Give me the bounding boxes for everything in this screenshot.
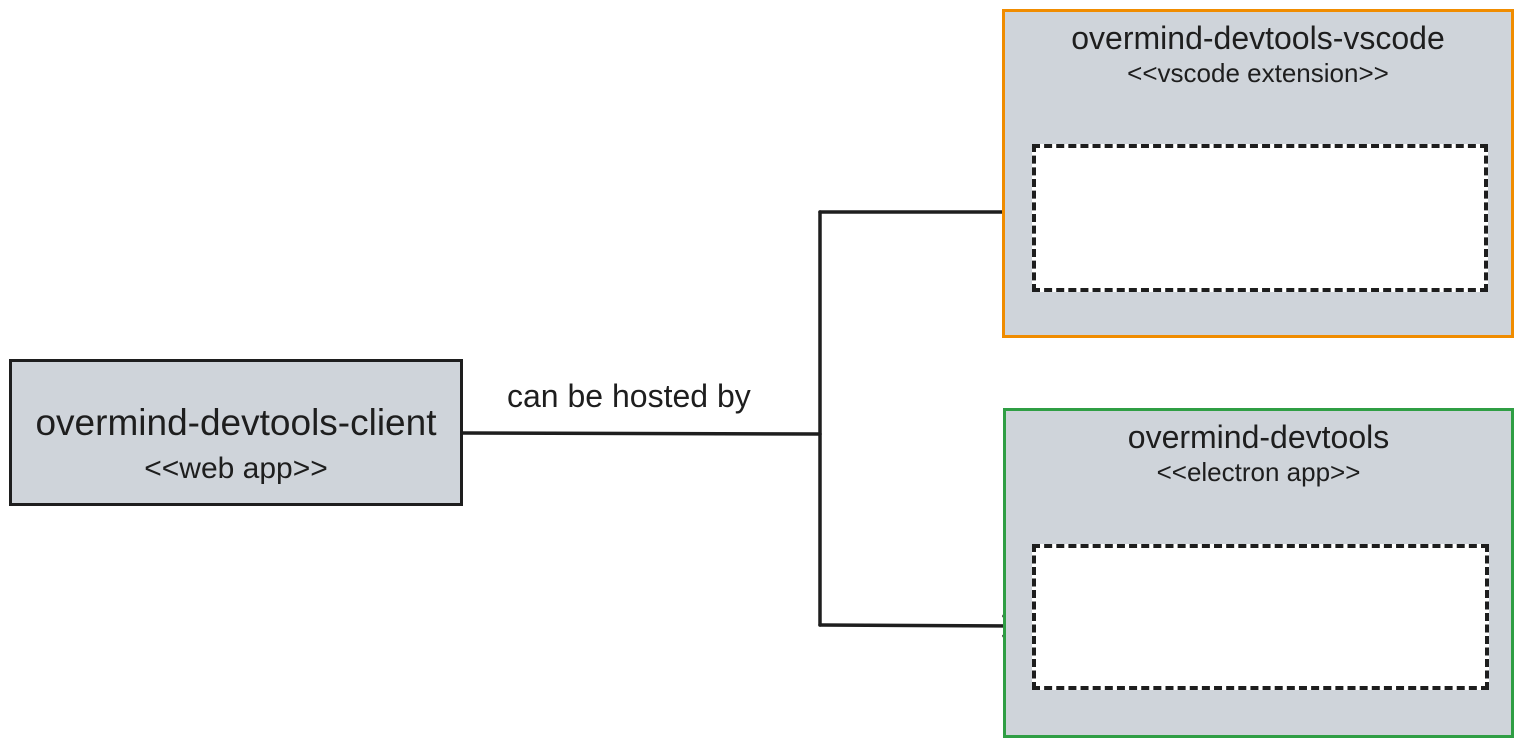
edge-label: can be hosted by bbox=[507, 378, 751, 414]
electron-node-stereotype: <<electron app>> bbox=[1156, 457, 1361, 487]
connector-main-line bbox=[461, 431, 822, 436]
vscode-node[interactable]: overmind-devtools-vscode <<vscode extens… bbox=[1002, 9, 1514, 338]
client-node-name: overmind-devtools-client bbox=[35, 402, 437, 443]
client-node-stereotype: <<web app>> bbox=[144, 452, 328, 485]
client-node[interactable]: overmind-devtools-client <<web app>> bbox=[9, 359, 463, 506]
electron-node[interactable]: overmind-devtools <<electron app>> bbox=[1003, 408, 1514, 738]
connector-to-electron bbox=[818, 623, 1030, 628]
electron-host-slot bbox=[1032, 544, 1489, 690]
vscode-node-name: overmind-devtools-vscode bbox=[1071, 20, 1445, 56]
electron-node-name: overmind-devtools bbox=[1127, 419, 1390, 455]
vscode-node-stereotype: <<vscode extension>> bbox=[1127, 58, 1389, 88]
vscode-host-slot bbox=[1032, 144, 1488, 292]
